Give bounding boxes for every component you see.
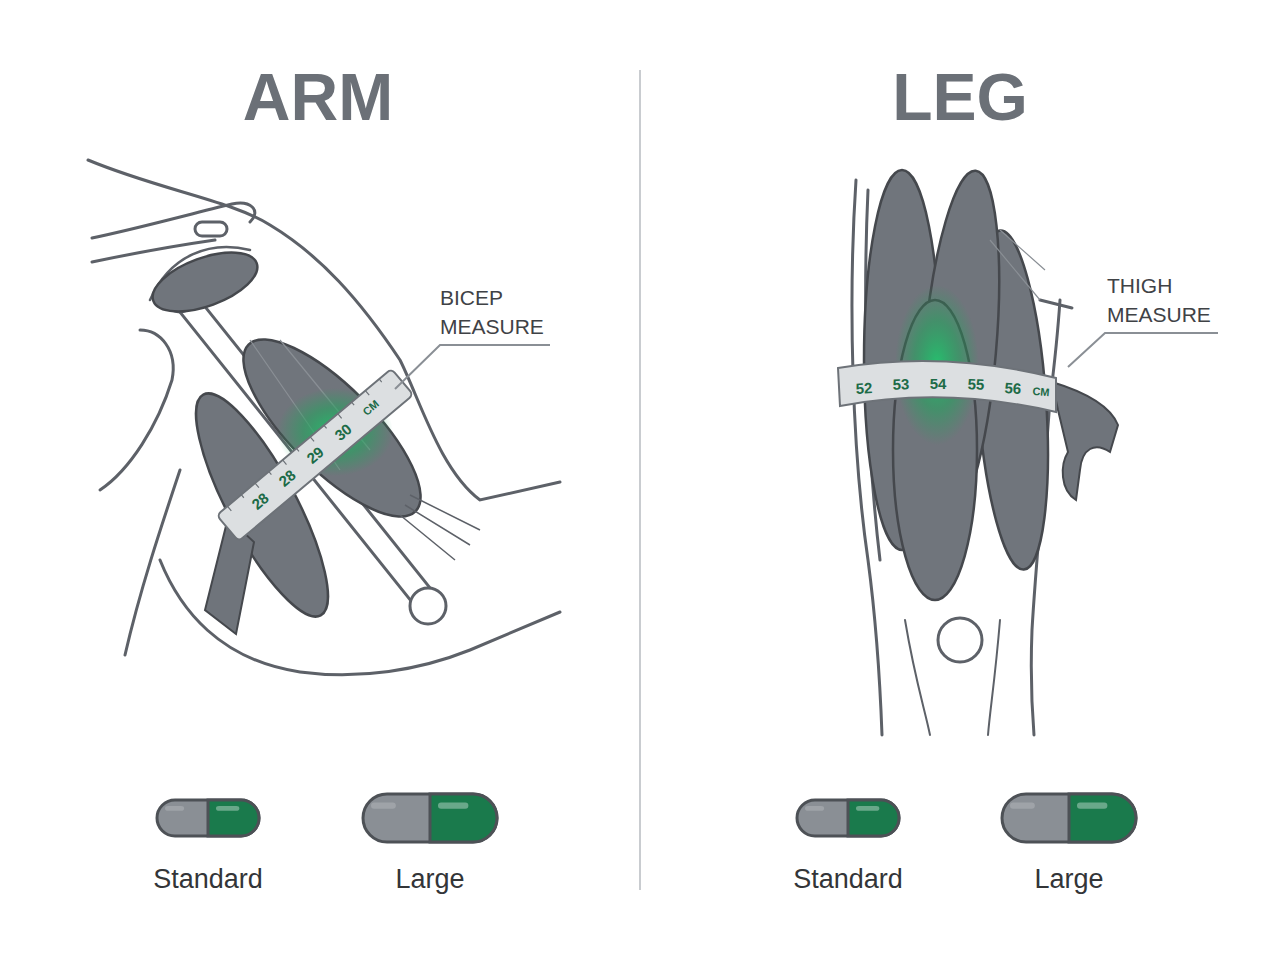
divider-line [639,70,641,890]
capsule-highlight [438,802,468,808]
capsule-shell [157,800,259,836]
arm-drawing [88,160,560,675]
tape-number: 53 [893,376,910,391]
capsule-highlight [856,806,879,811]
capsule-half [208,800,259,836]
capsule-highlight [371,802,396,808]
capsule-half [430,794,497,842]
arm-muscles [145,241,480,632]
capsule-half [848,800,899,836]
capsule-size-label: Large [1000,864,1138,895]
tape-number: 54 [930,376,947,391]
kneecap [938,618,982,662]
capsule-shell [363,794,497,842]
capsule-option: Standard [789,798,907,895]
tape-unit: CM [1032,386,1050,398]
tape-number: 56 [1004,380,1022,396]
capsule-option: Large [1000,792,1138,895]
capsule-icon [361,792,499,844]
capsule-size-label: Standard [149,864,267,895]
capsule-size-label: Standard [789,864,907,895]
capsule-highlight [216,806,239,811]
leader-line [1068,333,1218,367]
tape-number: 52 [855,380,872,396]
leader-line [395,345,550,389]
capsule-highlight [1077,802,1107,808]
section-heading: LEG [892,64,1028,130]
capsule-highlight [805,806,824,811]
capsule-option: Large [361,792,499,895]
tape-number: 55 [967,376,984,392]
arm-tape [205,369,413,634]
callout-label: THIGH MEASURE [1107,271,1235,329]
capsule-icon [1000,792,1138,844]
capsule-highlight [165,806,184,811]
capsule-highlight [1010,802,1035,808]
capsule-half [1069,794,1136,842]
leg-tape [838,361,1118,500]
capsule-size-label: Large [361,864,499,895]
capsule-icon [795,798,901,838]
callout-label: BICEP MEASURE [440,283,568,341]
capsule-shell [1002,794,1136,842]
section-heading: ARM [243,64,393,130]
capsule-icon [155,798,261,838]
capsule-shell [797,800,899,836]
capsule-option: Standard [149,798,267,895]
